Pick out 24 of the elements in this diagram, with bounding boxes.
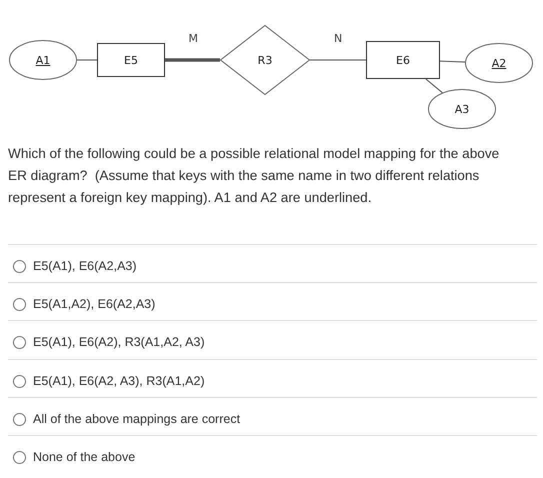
entity-name: E6: [396, 54, 410, 66]
entity-box: [97, 43, 165, 77]
answer-option: All of the above mappings are correct: [33, 412, 240, 427]
cardinality-label: M: [188, 32, 199, 45]
attribute-ellipse: [9, 40, 77, 80]
cardinality-label: N: [333, 32, 344, 45]
entity-box: [366, 41, 440, 79]
relationship-diamond: [220, 25, 310, 95]
attribute-ellipse: [428, 89, 496, 129]
connector-line: [425, 78, 443, 94]
question-text: Which of the following could be a possible relational model mapping for the above ER diagram? (Assume that keys with the same name in two different relations represent a foreign key mapping). A1 and A2 are underlined.: [8, 145, 500, 207]
answer-option: E5(A1), E6(A2), R3(A1,A2, A3): [33, 335, 205, 350]
entity-name: E5: [124, 54, 138, 66]
answer-option: E5(A1), E6(A2, A3), R3(A1,A2): [33, 374, 205, 389]
attribute-name: A2: [492, 56, 506, 70]
attribute-name: A1: [36, 54, 50, 66]
connector-line: [440, 60, 466, 62]
answer-option: E5(A1), E6(A2,A3): [33, 259, 137, 274]
answer-option: E5(A1,A2), E6(A2,A3): [33, 297, 156, 312]
thick-line: [165, 58, 220, 62]
answer-option: None of the above: [33, 450, 136, 465]
relationship-name: R3: [258, 54, 272, 66]
attribute-ellipse: [465, 43, 533, 83]
attribute-name: A3: [454, 102, 470, 116]
